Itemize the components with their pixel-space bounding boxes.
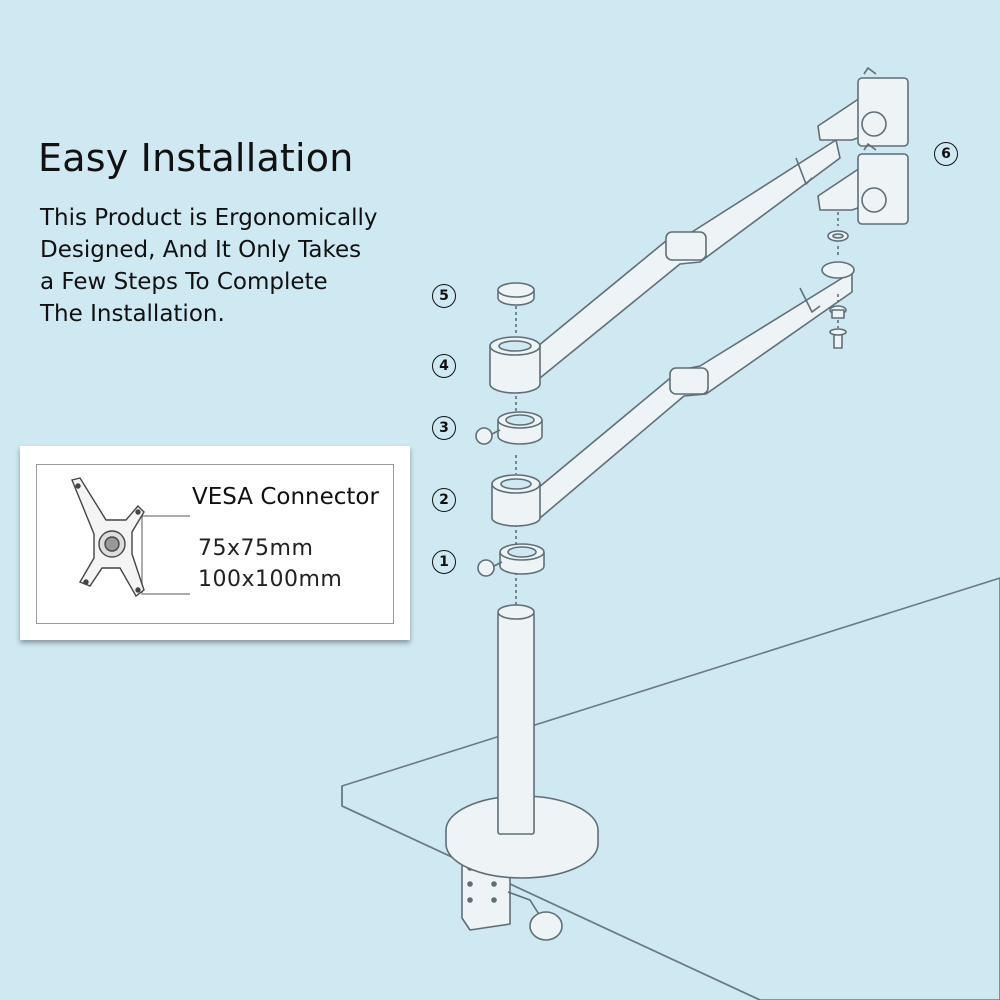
page-title: Easy Installation (38, 136, 354, 180)
vesa-info-card: VESA Connector 75x75mm 100x100mm (20, 446, 410, 640)
step-1-badge: 1 (432, 550, 456, 574)
description-line: a Few Steps To Complete (40, 269, 328, 295)
description: This Product is Ergonomically Designed, … (40, 202, 440, 330)
description-line: Designed, And It Only Takes (40, 237, 362, 263)
pole (497, 611, 535, 835)
clamp-knob (529, 911, 563, 941)
vesa-plate-icon (71, 477, 190, 598)
step-4-badge: 4 (432, 354, 456, 378)
clamp-hole (491, 897, 497, 903)
desk-top (341, 577, 1000, 1000)
step-3-badge: 3 (432, 416, 456, 440)
base-plate-side (445, 830, 599, 879)
description-line: This Product is Ergonomically (40, 205, 378, 231)
vesa-title: VESA Connector (192, 484, 379, 510)
clamp-screw (507, 891, 541, 917)
step-5-badge: 5 (432, 284, 456, 308)
clamp-hole (467, 897, 473, 903)
step-6-badge: 6 (934, 142, 958, 166)
vesa-size: 100x100mm (198, 567, 343, 592)
desk-edge (341, 805, 761, 1000)
clamp-hole (491, 881, 497, 887)
clamp-hole (467, 881, 473, 887)
pole-top (497, 604, 535, 620)
description-line: The Installation. (40, 301, 225, 327)
vesa-frame (36, 464, 394, 624)
step-2-badge: 2 (432, 488, 456, 512)
vesa-size: 75x75mm (198, 536, 314, 561)
